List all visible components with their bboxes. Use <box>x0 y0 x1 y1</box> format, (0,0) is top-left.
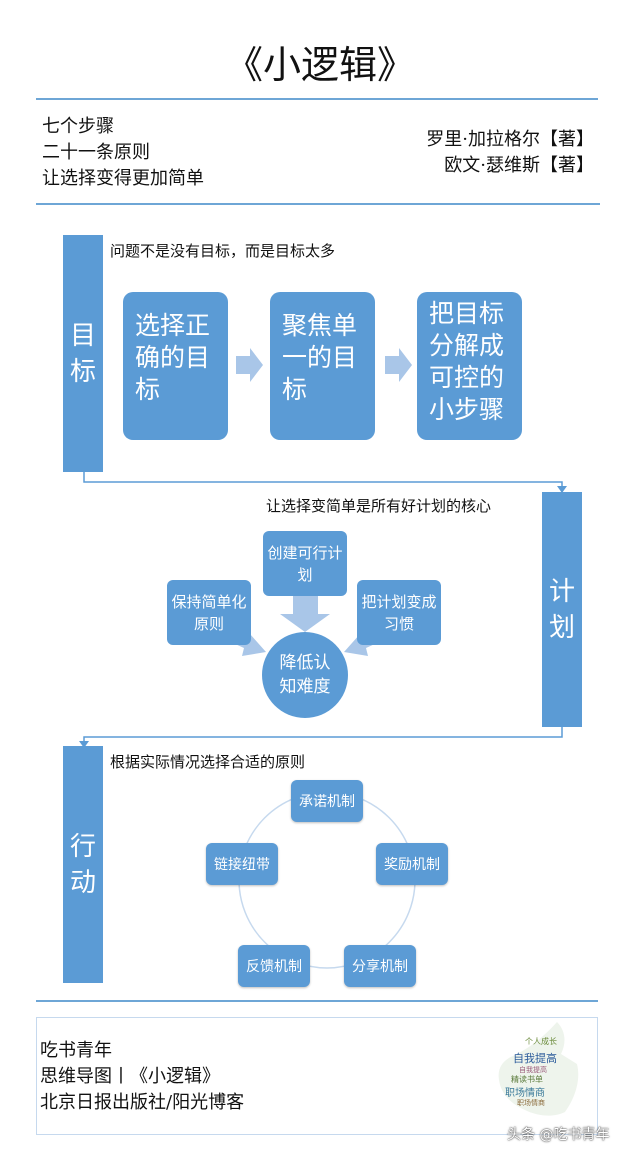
goal-step-1: 选择正确的目标 <box>123 292 228 440</box>
wordcloud-word: 职场情商 <box>517 1099 545 1107</box>
authors-block: 罗里·加拉格尔【著】 欧文·瑟维斯【著】 <box>426 127 594 179</box>
footer-text: 吃书青年 思维导图丨《小逻辑》 北京日报出版社/阳光博客 <box>40 1038 244 1116</box>
footer-line: 北京日报出版社/阳光博客 <box>40 1092 245 1113</box>
divider-bottom <box>36 1000 598 1002</box>
plan-arrow-down <box>280 596 330 632</box>
cycle-link: 链接纽带 <box>206 843 278 885</box>
subtitle-line: 让选择变得更加简单 <box>42 168 204 189</box>
wordcloud-word: 自我提高 <box>519 1066 547 1074</box>
plan-input-feasible: 创建可行计划 <box>263 531 347 596</box>
author-line: 罗里·加拉格尔【著】 <box>426 129 594 150</box>
goal-step-3: 把目标分解成可控的小步骤 <box>417 292 522 440</box>
cycle-reward: 奖励机制 <box>376 843 448 885</box>
author-line: 欧文·瑟维斯【著】 <box>444 155 594 176</box>
cycle-feedback: 反馈机制 <box>238 945 310 987</box>
goal-step-2: 聚焦单一的目标 <box>270 292 375 440</box>
action-note: 根据实际情况选择合适的原则 <box>110 753 306 771</box>
page-title: 《小逻辑》 <box>224 43 415 87</box>
divider-top <box>36 98 598 100</box>
wordcloud-logo: 个人成长 自我提高 自我提高 精读书单 职场情商 职场情商 <box>495 1020 585 1120</box>
plan-note: 让选择变简单是所有好计划的核心 <box>266 497 492 515</box>
wordcloud-shape <box>498 1022 579 1116</box>
section-label-goal: 目标 <box>63 235 103 472</box>
wordcloud-word: 自我提高 <box>513 1052 557 1065</box>
subtitle-line: 七个步骤 <box>42 116 114 137</box>
plan-input-simple: 保持简单化原则 <box>167 580 251 645</box>
step-arrow-1 <box>236 348 263 382</box>
wordcloud-word: 职场情商 <box>505 1088 545 1099</box>
goal-note: 问题不是没有目标，而是目标太多 <box>110 242 336 260</box>
section-label-action: 行动 <box>63 746 103 983</box>
section-label-plan: 计划 <box>542 492 582 727</box>
footer-box <box>36 1017 598 1135</box>
footer-line: 吃书青年 <box>40 1040 112 1061</box>
plan-center: 降低认知难度 <box>262 632 348 718</box>
plan-input-habit: 把计划变成习惯 <box>357 580 441 645</box>
divider-subtitle <box>36 203 600 205</box>
step-arrow-2 <box>385 348 412 382</box>
subtitle-block: 七个步骤 二十一条原则 让选择变得更加简单 <box>42 114 204 192</box>
cycle-commitment: 承诺机制 <box>291 780 363 822</box>
wordcloud-word: 精读书单 <box>511 1075 543 1084</box>
footer-line: 思维导图丨《小逻辑》 <box>40 1066 220 1087</box>
watermark: 头条 @吃书青年 <box>507 1127 610 1143</box>
wordcloud-word: 个人成长 <box>525 1037 557 1046</box>
cycle-share: 分享机制 <box>344 945 416 987</box>
subtitle-line: 二十一条原则 <box>42 142 150 163</box>
